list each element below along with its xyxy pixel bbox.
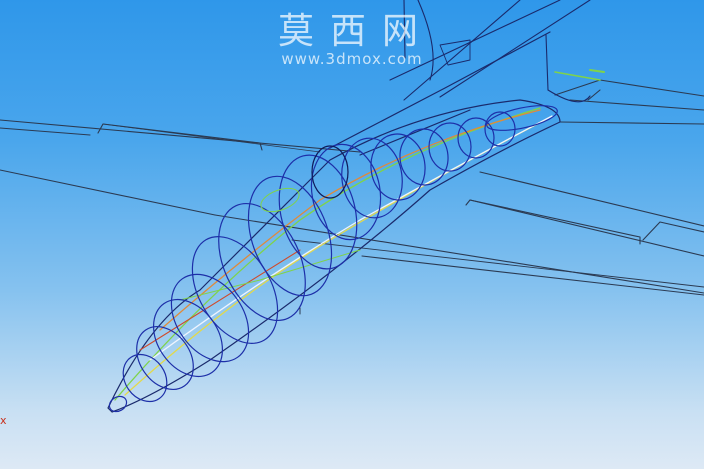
right-wing xyxy=(291,171,704,296)
axis-x-label: x xyxy=(0,414,7,427)
axis-triad-icon: x xyxy=(0,414,7,427)
fuselage-cross-sections xyxy=(108,105,558,413)
left-wing xyxy=(0,119,704,294)
horizontal-stabilizer xyxy=(554,69,704,125)
fuselage-outline xyxy=(107,31,561,413)
fuselage-longerons xyxy=(114,107,553,401)
vertical-tail xyxy=(389,0,591,103)
